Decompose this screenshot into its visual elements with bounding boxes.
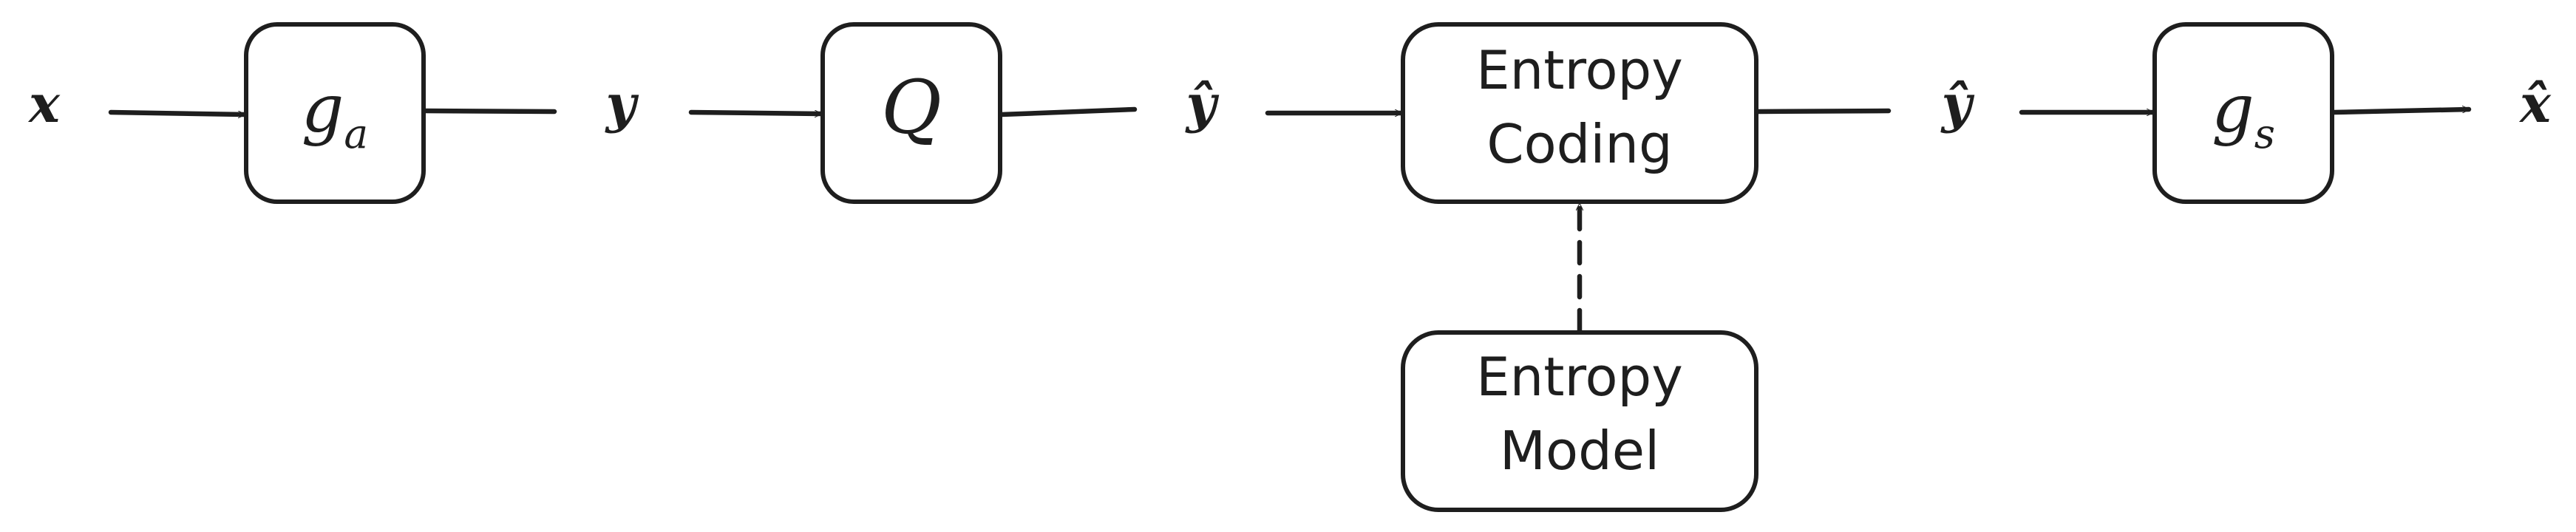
- signal-y-label: y: [605, 73, 639, 134]
- arrow-y-to-quantizer: [688, 109, 824, 114]
- synthesis-transform-box: gs: [2152, 22, 2334, 204]
- line-quantizer-to-y-hat: [999, 106, 1138, 117]
- entropy-model-label-line1: Entropy: [1476, 346, 1683, 408]
- line-entropy-coding-to-y-hat: [1755, 108, 1892, 115]
- entropy-model-label-line2: Model: [1500, 420, 1659, 482]
- signal-y-hat-label: ŷ: [1185, 73, 1220, 134]
- quantizer-box: Q: [820, 22, 1002, 204]
- analysis-transform-label: ga: [302, 70, 368, 157]
- signal-x-label: x: [27, 73, 61, 134]
- signal-y-hat-out-label: ŷ: [1940, 73, 1975, 134]
- analysis-transform-box: ga: [244, 22, 426, 204]
- arrow-x-to-analysis: [108, 109, 248, 115]
- entropy-coding-box: Entropy Coding: [1401, 22, 1758, 204]
- entropy-coding-label-line2: Coding: [1486, 113, 1672, 175]
- signal-x-hat-label: x̂: [2518, 73, 2552, 134]
- entropy-coding-label-line1: Entropy: [1476, 39, 1683, 101]
- entropy-model-box: Entropy Model: [1401, 330, 1758, 512]
- synthesis-transform-label: gs: [2212, 70, 2275, 157]
- line-analysis-to-y: [422, 108, 557, 115]
- arrow-synthesis-to-x-hat: [2331, 109, 2472, 115]
- quantizer-label: Q: [881, 64, 942, 151]
